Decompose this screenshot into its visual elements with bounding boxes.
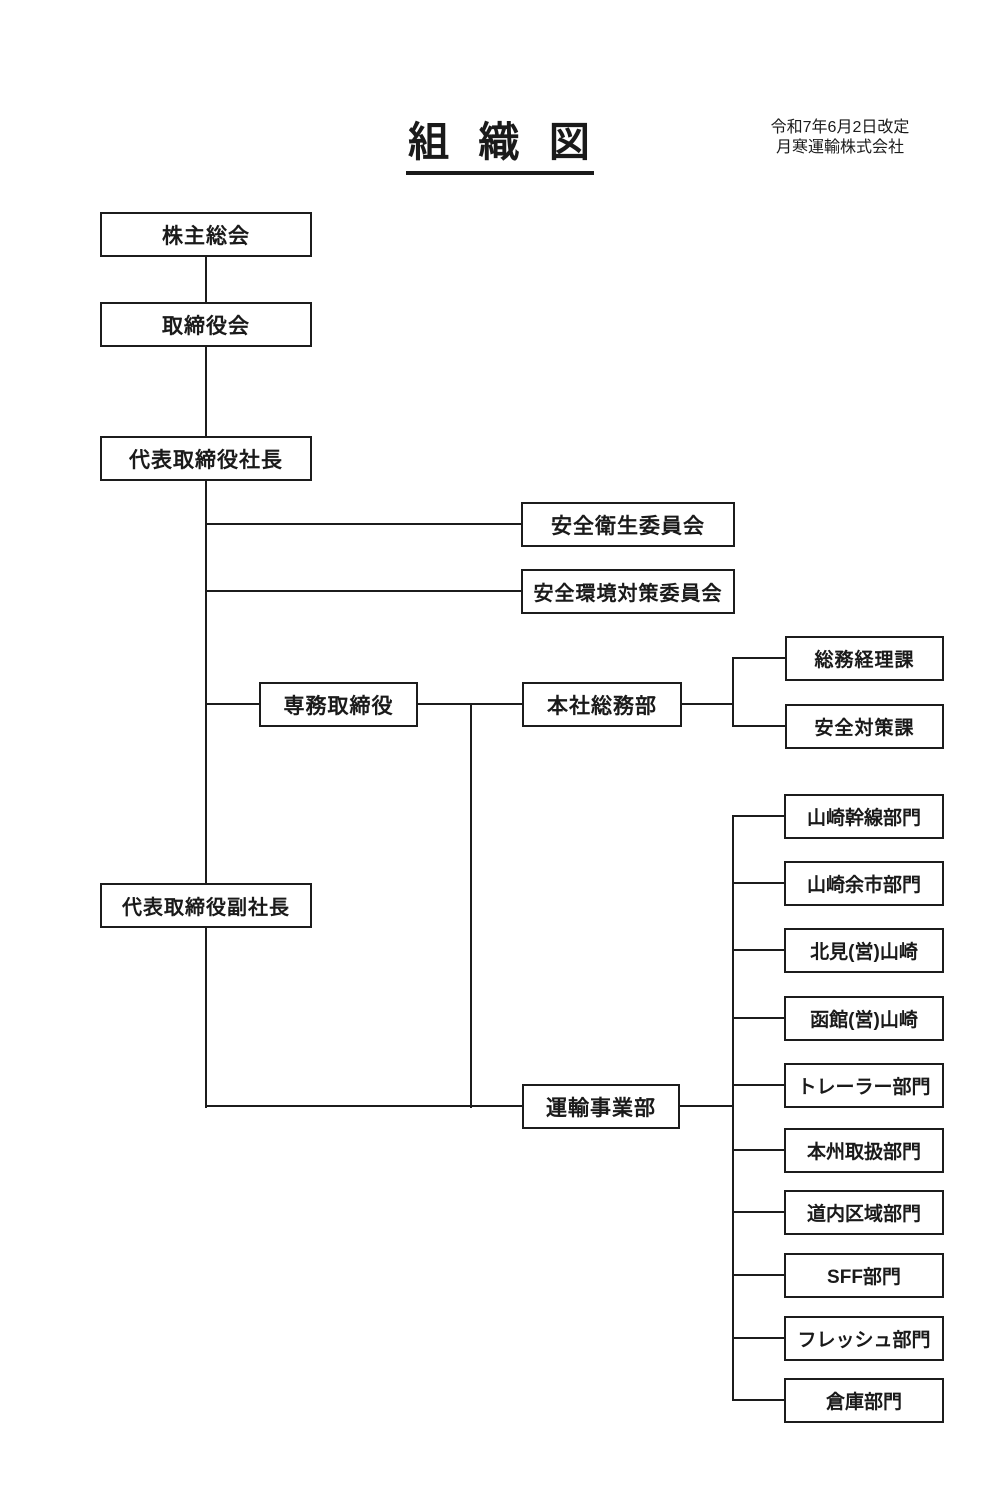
connector-stub-hokkaido-area	[732, 1211, 785, 1213]
org-node-vice-president: 代表取締役副社長	[100, 883, 312, 928]
connector-senior-to-hq	[417, 703, 523, 705]
org-node-hakodate-sales-yamazaki: 函館(営)山崎	[784, 996, 944, 1041]
org-node-safety-hygiene-committee: 安全衛生委員会	[521, 502, 735, 547]
org-node-sff-division: SFF部門	[784, 1253, 944, 1298]
connector-hq-fork	[732, 657, 734, 727]
connector-stub-warehouse	[732, 1399, 785, 1401]
connector-to-safety-hygiene	[205, 523, 522, 525]
connector-to-accounting	[732, 657, 786, 659]
connector-stub-yamazaki-trunk	[732, 815, 785, 817]
org-node-kitami-sales-yamazaki: 北見(営)山崎	[784, 928, 944, 973]
connector-stub-trailer	[732, 1084, 785, 1086]
connector-to-transport	[205, 1105, 523, 1107]
org-node-general-accounting-section: 総務経理課	[785, 636, 944, 681]
connector-stub-hakodate	[732, 1017, 785, 1019]
connector-senior-md-drop	[470, 703, 472, 1108]
org-node-yamazaki-trunk-division: 山崎幹線部門	[784, 794, 944, 839]
org-node-safety-environment-committee: 安全環境対策委員会	[521, 569, 735, 614]
connector-stub-honshu	[732, 1149, 785, 1151]
org-node-honshu-handling-division: 本州取扱部門	[784, 1128, 944, 1173]
company-name: 月寒運輸株式会社	[775, 139, 904, 156]
connector-to-senior-md	[205, 703, 260, 705]
connector-stub-kitami	[732, 949, 785, 951]
org-node-warehouse-division: 倉庫部門	[784, 1378, 944, 1423]
org-node-board-of-directors: 取締役会	[100, 302, 312, 347]
connector-to-safety-section	[732, 725, 786, 727]
connector-main-trunk	[205, 234, 207, 1108]
connector-transport-to-rail	[679, 1105, 734, 1107]
org-node-safety-measures-section: 安全対策課	[785, 704, 944, 749]
connector-stub-sff	[732, 1274, 785, 1276]
connector-department-rail	[732, 816, 734, 1401]
page-title-text: 組 織 図	[406, 108, 594, 175]
revision-note: 令和7年6月2日改定	[770, 119, 910, 136]
org-node-transport-business-dept: 運輸事業部	[522, 1084, 680, 1129]
org-node-hokkaido-area-division: 道内区域部門	[784, 1190, 944, 1235]
org-node-trailer-division: トレーラー部門	[784, 1063, 944, 1108]
org-node-senior-managing-director: 専務取締役	[259, 682, 418, 727]
connector-stub-fresh	[732, 1337, 785, 1339]
header-info: 令和7年6月2日改定 月寒運輸株式会社	[750, 118, 930, 158]
connector-hq-to-fork	[681, 703, 734, 705]
page-title: 組 織 図	[340, 108, 660, 175]
org-node-president: 代表取締役社長	[100, 436, 312, 481]
org-node-yamazaki-yoichi-division: 山崎余市部門	[784, 861, 944, 906]
org-node-fresh-division: フレッシュ部門	[784, 1316, 944, 1361]
org-node-shareholders-meeting: 株主総会	[100, 212, 312, 257]
org-node-hq-general-affairs-dept: 本社総務部	[522, 682, 682, 727]
connector-to-safety-env	[205, 590, 522, 592]
connector-stub-yamazaki-yoichi	[732, 882, 785, 884]
